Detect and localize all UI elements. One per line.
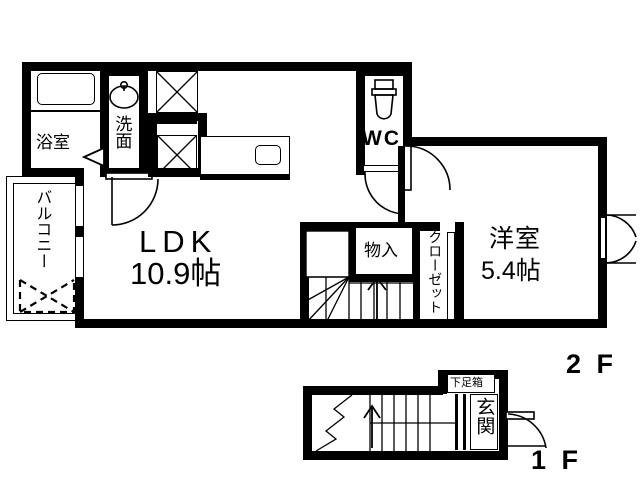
stairs-1f-icon — [315, 394, 455, 452]
genkan-threshold-1 — [455, 394, 458, 450]
wall-bath-right — [100, 62, 109, 177]
appliance-x-cross-upper — [156, 71, 198, 113]
wall-1f-getabako-left — [438, 370, 447, 394]
genkan-door-icon[interactable] — [505, 398, 550, 450]
washbasin-icon — [109, 80, 139, 109]
wall-closet-right — [455, 222, 464, 328]
room-size-ldk: 10.9帖 — [130, 256, 222, 291]
wall-2f-top — [22, 62, 356, 71]
wall-2f-bottom — [75, 319, 607, 328]
wall-monoire-left — [349, 222, 356, 282]
room-label-monoire: 物入 — [364, 241, 398, 260]
bathtub-icon — [37, 73, 95, 105]
wall-monoire-right — [413, 222, 420, 328]
wall-ldk-hall — [300, 222, 309, 328]
wall-wc-right — [403, 62, 412, 146]
room-label-ldk: LDK — [139, 224, 218, 259]
washbasin-counter — [109, 70, 139, 76]
wall-stair-top — [300, 222, 440, 231]
room-label-yokushitsu: 浴室 — [36, 133, 70, 152]
stairs-1f-arrow-icon — [363, 404, 381, 448]
room-size-yoshitsu: 5.4帖 — [481, 257, 541, 285]
stairs-icon — [305, 230, 416, 324]
genkan-threshold-2 — [463, 394, 466, 450]
room-label-senmen: 洗面 — [112, 115, 132, 149]
yoshitsu-double-door-icon[interactable] — [605, 213, 640, 265]
wall-senmen-right — [139, 62, 148, 177]
wall-appliance-bottom — [148, 168, 207, 177]
wall-hall-left-lower — [398, 194, 405, 224]
wall-1f-right — [499, 370, 508, 460]
wall-2f-top-wc — [356, 62, 412, 71]
floor-label-1f: 1 F — [531, 445, 583, 475]
kitchen-counter-edge — [200, 174, 290, 180]
appliance-x-cross-lower — [157, 135, 197, 175]
wall-1f-bottom — [303, 451, 508, 460]
room-label-wc: WC — [362, 127, 401, 150]
toilet-icon — [371, 79, 397, 120]
room-label-balcony: バルコニー — [33, 189, 51, 269]
hallway-door-icon[interactable] — [403, 145, 452, 194]
appliance-shelf-line — [153, 118, 197, 124]
ldk-balcony-window-upper — [76, 186, 83, 226]
room-label-yoshitsu: 洋室 — [489, 225, 542, 253]
floor-label-2f: 2 F — [566, 349, 618, 379]
wall-appliance-divider — [148, 113, 207, 121]
genkan-box — [470, 394, 498, 450]
wall-2f-top-right — [404, 137, 607, 146]
wc-door-sill — [363, 165, 403, 172]
wall-wc-left — [356, 62, 365, 175]
wall-appliance-vert — [148, 121, 157, 177]
bath-ceiling-divider — [31, 110, 100, 112]
wall-hall-left — [398, 146, 405, 194]
sink-icon — [255, 145, 281, 165]
yoshitsu-window-frame — [600, 217, 606, 259]
bath-door-icon — [81, 146, 105, 168]
getabako-box — [447, 374, 495, 393]
wall-monoire-bottom — [352, 274, 416, 282]
wall-2f-bath-bottom — [22, 168, 82, 177]
room-label-closet: クローゼット — [427, 230, 444, 314]
stairs-up-arrow-icon — [367, 276, 387, 320]
senmen-door-icon[interactable] — [105, 172, 164, 231]
ldk-balcony-window-lower — [76, 237, 83, 277]
room-label-getabako: 下足箱 — [450, 377, 483, 389]
room-label-genkan: 玄関 — [473, 397, 495, 435]
wc-tank-shelf — [363, 70, 404, 76]
wall-2f-left-upper — [22, 62, 31, 177]
wall-1f-left — [303, 386, 312, 460]
closet-door-line — [447, 232, 455, 320]
escape-hatch-icon — [18, 279, 76, 314]
wall-1f-top — [303, 386, 443, 395]
